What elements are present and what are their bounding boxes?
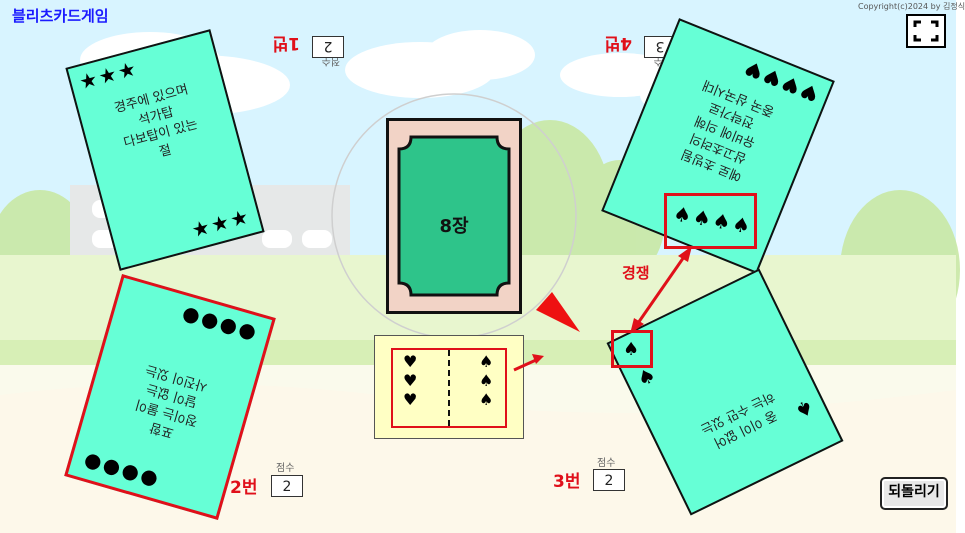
player-1-label: 1번 bbox=[272, 33, 300, 53]
hint-divider bbox=[448, 350, 450, 428]
player-2-score-caption: 점수 bbox=[276, 463, 295, 474]
player-1-score: 2 bbox=[312, 36, 344, 58]
draw-deck[interactable] bbox=[386, 118, 522, 314]
spade-icon: ♠ bbox=[623, 339, 642, 360]
spade-icon: ♠ bbox=[789, 394, 818, 425]
compete-label: 경쟁 bbox=[622, 264, 650, 282]
highlight-frame-top-right: ♠♠♠♠ bbox=[664, 193, 757, 249]
hint-frame bbox=[391, 348, 507, 428]
player-4-label: 4번 bbox=[604, 33, 632, 53]
player-2-score: 2 bbox=[271, 475, 303, 497]
player-3-label: 3번 bbox=[553, 472, 581, 492]
copyright-text: Copyright(c)2024 by 김정식 bbox=[858, 2, 965, 11]
fullscreen-icon bbox=[913, 20, 939, 42]
fullscreen-button[interactable] bbox=[906, 14, 946, 48]
card-back-icon bbox=[397, 135, 511, 297]
hint-arrow-icon bbox=[513, 354, 544, 372]
star-icon: ★★★ bbox=[76, 55, 141, 95]
star-icon: ★★★ bbox=[188, 203, 253, 243]
heart-icon: ♥♥♥ bbox=[403, 352, 420, 409]
compete-arrow bbox=[630, 246, 692, 334]
spade-icon: ♠♠♠ bbox=[479, 352, 496, 409]
spade-icon: ♠♠♠♠ bbox=[671, 201, 755, 239]
player-3-score: 2 bbox=[593, 469, 625, 491]
player-1-area: 1번 점수 2 bbox=[264, 26, 344, 70]
circle-icon: ●●●● bbox=[81, 446, 164, 491]
hint-panel: ♥♥♥ ♠♠♠ bbox=[374, 335, 524, 439]
app-title: 블리츠카드게임 bbox=[12, 7, 109, 25]
turn-pointer-icon bbox=[536, 292, 580, 332]
undo-button[interactable]: 되돌리기 bbox=[880, 477, 948, 510]
player-2-label: 2번 bbox=[230, 478, 258, 498]
circle-icon: ●●●● bbox=[176, 303, 259, 348]
player-3-score-caption: 점수 bbox=[597, 458, 616, 469]
deck-count: 8장 bbox=[439, 216, 469, 237]
